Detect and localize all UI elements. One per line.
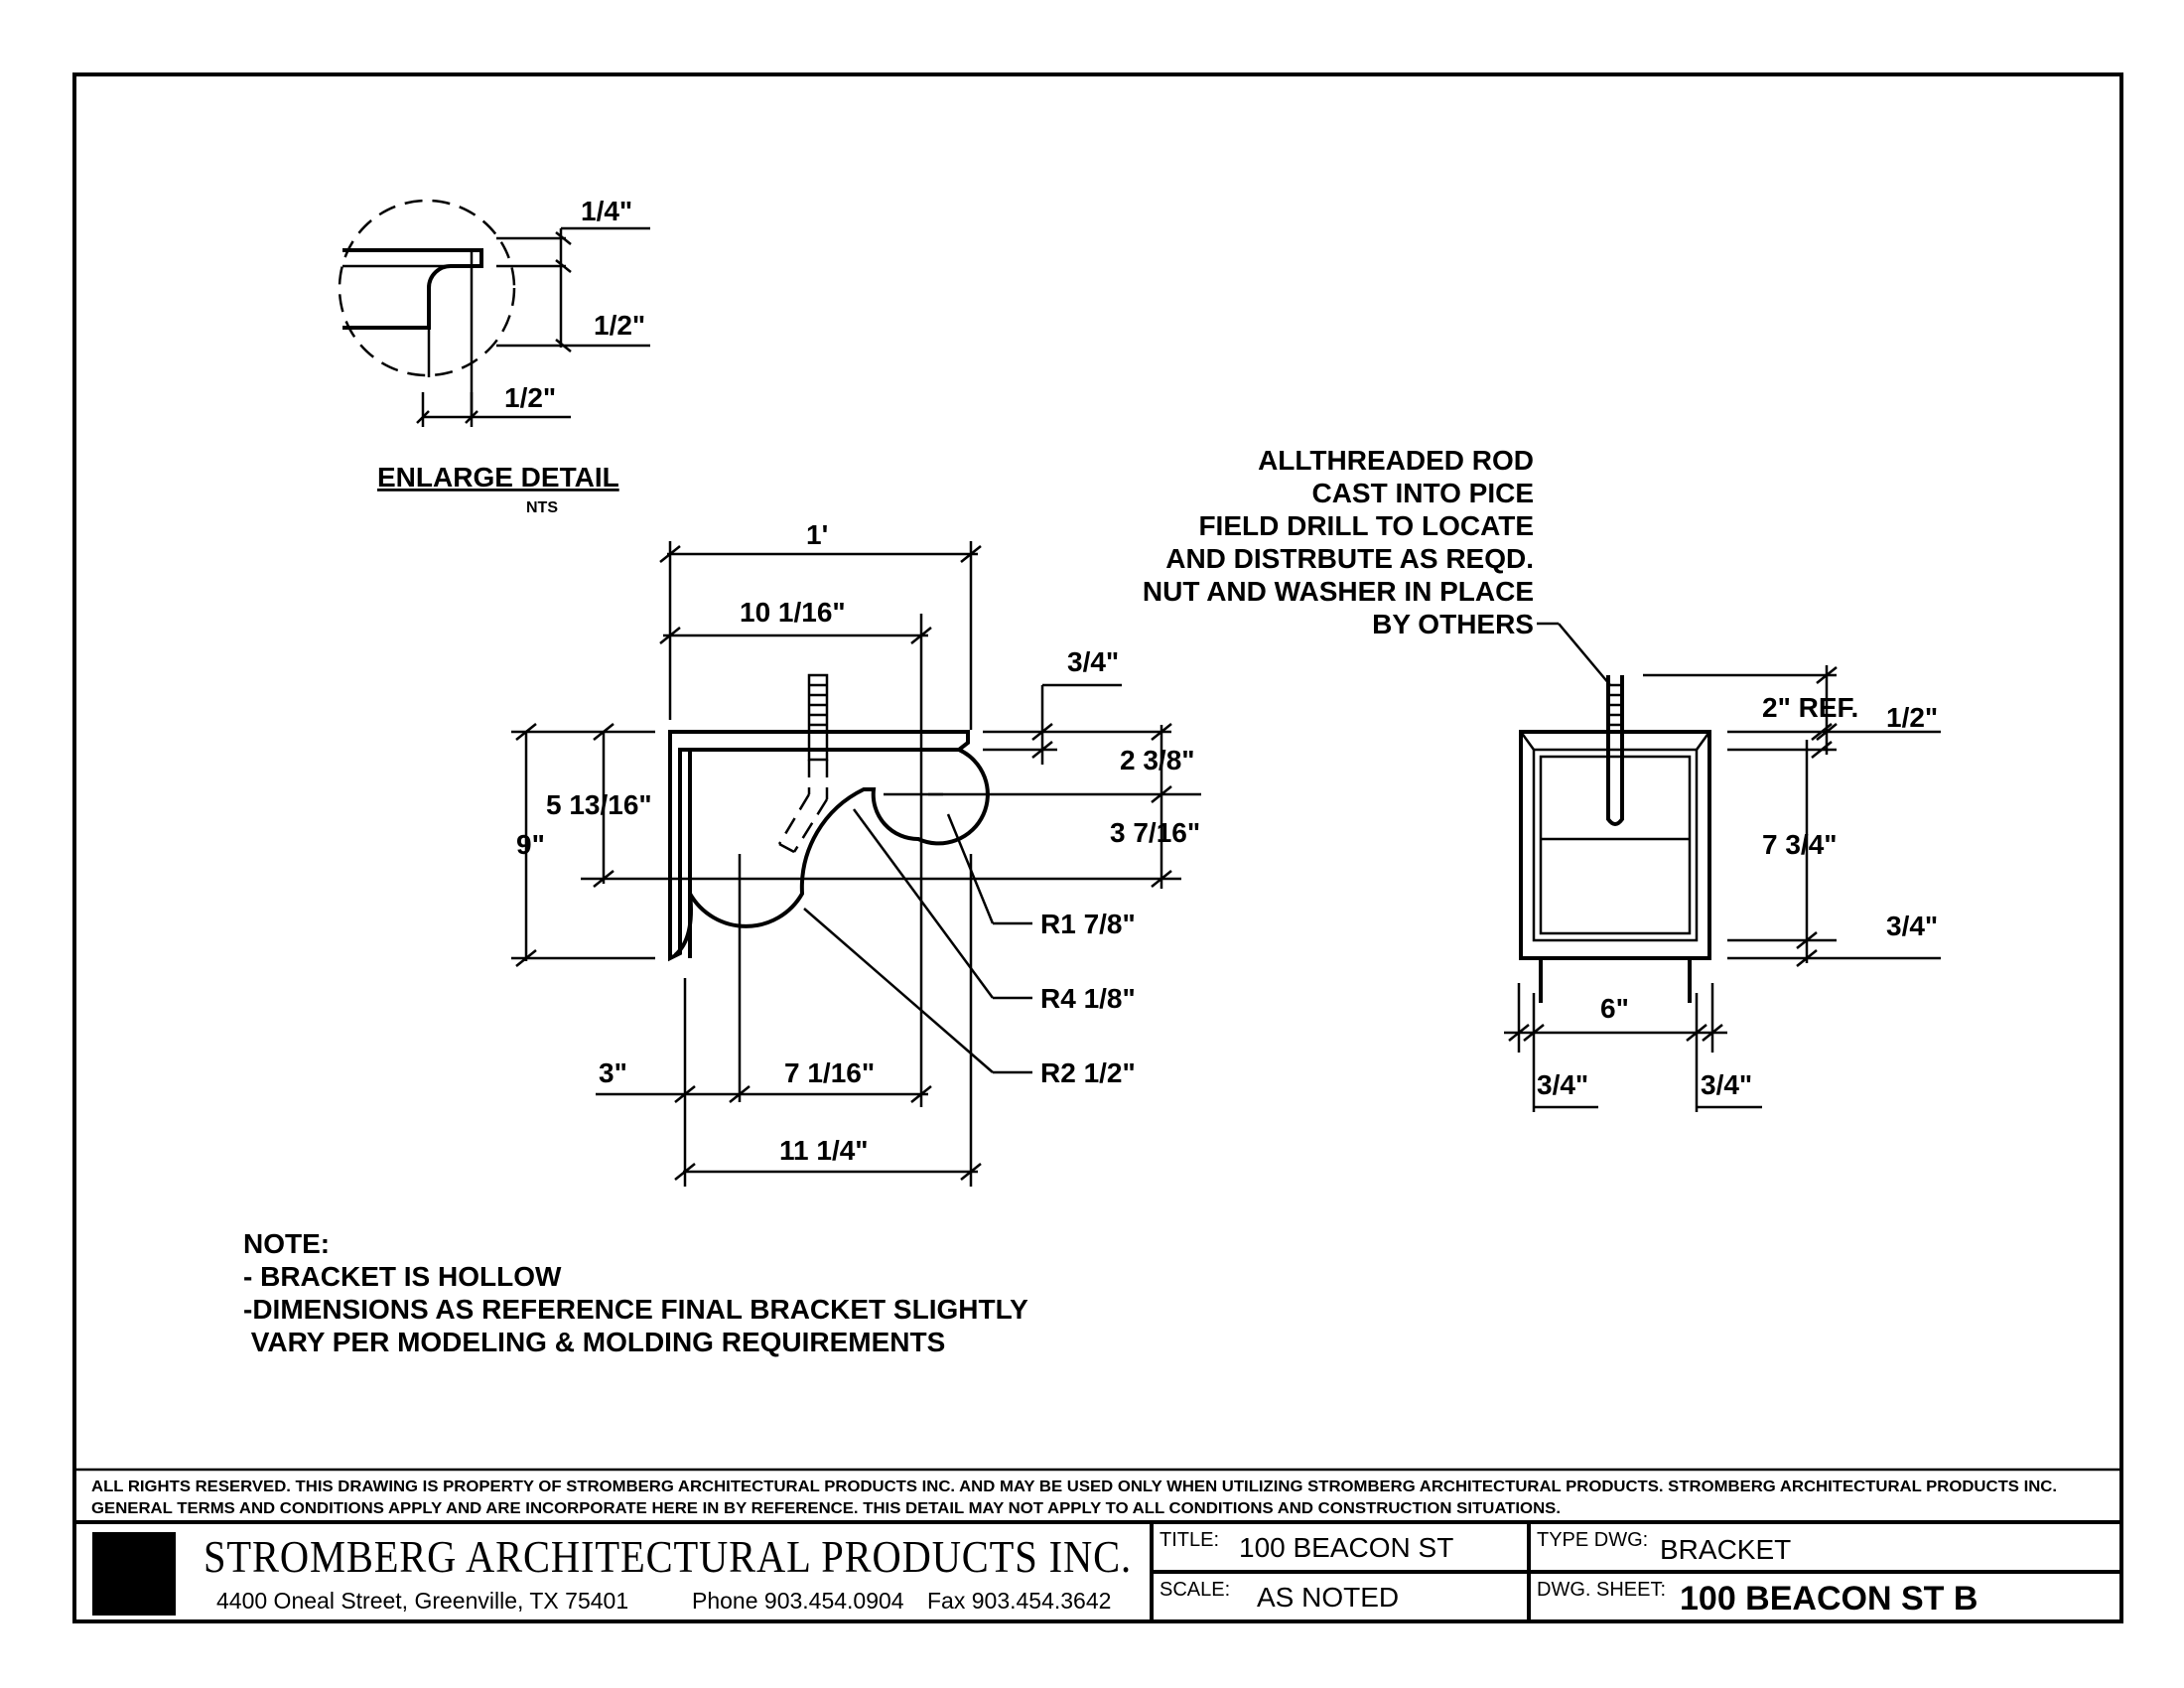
side-radius-small: R1 7/8" <box>1040 909 1136 939</box>
side-dim-inner-height: 5 13/16" <box>546 789 652 820</box>
sheet-border <box>72 72 2123 1623</box>
scale-value: AS NOTED <box>1257 1582 1399 1613</box>
side-dim-2-3-8: 2 3/8" <box>1120 745 1195 775</box>
company-fax: Fax 903.454.3642 <box>927 1588 1111 1614</box>
notes-line-1: - BRACKET IS HOLLOW <box>243 1261 562 1292</box>
front-dim-height: 7 3/4" <box>1762 829 1838 860</box>
enlarge-dim-bottom: 1/2" <box>504 382 556 413</box>
company-logo <box>92 1532 176 1616</box>
side-dim-height: 9" <box>516 829 545 860</box>
front-callout-line-2: CAST INTO PICE <box>1311 478 1534 508</box>
notes-heading: NOTE: <box>243 1228 330 1259</box>
front-dim-top: 1/2" <box>1886 702 1938 733</box>
enlarge-detail-title: ENLARGE DETAIL <box>377 462 619 492</box>
disclaimer-line-1: ALL RIGHTS RESERVED. THIS DRAWING IS PRO… <box>91 1478 2057 1495</box>
company-phone: Phone 903.454.0904 <box>692 1588 904 1614</box>
front-callout-line-3: FIELD DRILL TO LOCATE <box>1198 510 1534 541</box>
side-dim-bottom-width: 11 1/4" <box>779 1135 869 1166</box>
side-radius-mid: R2 1/2" <box>1040 1057 1136 1088</box>
front-callout-line-4: AND DISTRBUTE AS REQD. <box>1165 543 1534 574</box>
title-value: 100 BEACON ST <box>1239 1532 1453 1563</box>
notes: NOTE: - BRACKET IS HOLLOW -DIMENSIONS AS… <box>243 1228 1028 1357</box>
front-callout-line-6: BY OTHERS <box>1372 609 1534 639</box>
front-callout-line-5: NUT AND WASHER IN PLACE <box>1143 576 1534 607</box>
enlarge-detail-scale: NTS <box>526 499 558 516</box>
sheet-value: 100 BEACON ST B <box>1680 1580 1978 1618</box>
title-label: TITLE: <box>1160 1529 1219 1551</box>
front-dim-width: 6" <box>1600 993 1629 1024</box>
side-dim-3-7-16: 3 7/16" <box>1110 817 1200 848</box>
front-dim-ref: 2" REF. <box>1762 692 1858 723</box>
type-label: TYPE DWG: <box>1537 1529 1648 1551</box>
scale-label: SCALE: <box>1160 1579 1230 1601</box>
side-radius-large: R4 1/8" <box>1040 983 1136 1014</box>
side-dim-top-span: 10 1/16" <box>740 597 846 628</box>
side-dim-top-lip: 3/4" <box>1067 646 1119 677</box>
enlarge-dim-mid: 1/2" <box>594 310 645 341</box>
company-address: 4400 Oneal Street, Greenville, TX 75401 <box>216 1588 628 1614</box>
notes-line-2: -DIMENSIONS AS REFERENCE FINAL BRACKET S… <box>243 1294 1028 1325</box>
side-dim-left-offset: 3" <box>599 1057 627 1088</box>
front-callout-line-1: ALLTHREADED ROD <box>1258 445 1534 476</box>
enlarge-detail: 1/4" 1/2" 1/2" ENLARGE DETAIL NTS <box>338 196 650 516</box>
front-dim-bottom: 3/4" <box>1886 911 1938 941</box>
disclaimer-line-2: GENERAL TERMS AND CONDITIONS APPLY AND A… <box>91 1500 1561 1517</box>
sheet-label: DWG. SHEET: <box>1537 1579 1666 1601</box>
side-dim-bottom-span: 7 1/16" <box>784 1057 875 1088</box>
notes-line-3: VARY PER MODELING & MOLDING REQUIREMENTS <box>243 1327 945 1357</box>
type-value: BRACKET <box>1660 1534 1791 1565</box>
enlarge-dim-top: 1/4" <box>581 196 632 226</box>
side-dim-overall-width: 1' <box>806 519 828 550</box>
side-view: 1' 10 1/16" 3/4" 2 3/8" 3 7/16" 9" 5 1 <box>511 519 1201 1187</box>
company-name: STROMBERG ARCHITECTURAL PRODUCTS INC. <box>204 1531 1132 1582</box>
front-dim-right-wall: 3/4" <box>1701 1069 1752 1100</box>
title-block: STROMBERG ARCHITECTURAL PRODUCTS INC. 44… <box>74 1520 2121 1621</box>
front-view: ALLTHREADED ROD CAST INTO PICE FIELD DRI… <box>1143 445 1941 1112</box>
front-dim-left-wall: 3/4" <box>1537 1069 1588 1100</box>
